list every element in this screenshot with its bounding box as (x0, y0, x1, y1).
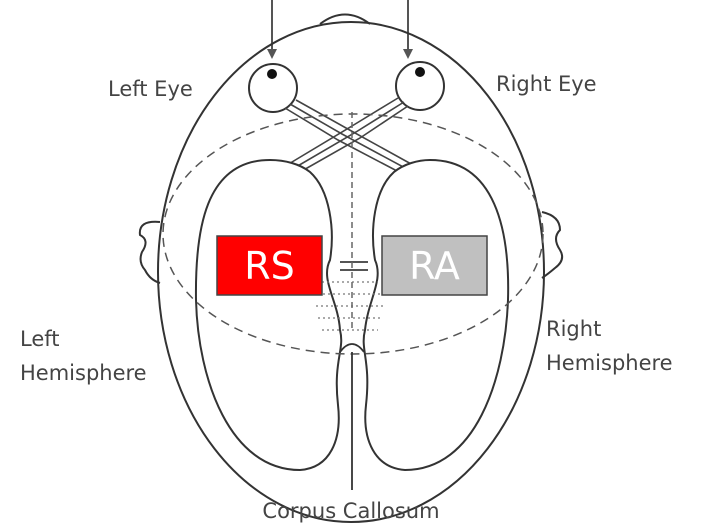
corpus-callosum-label: Corpus Callosum (262, 499, 439, 523)
right-hemisphere (364, 160, 509, 470)
right-ear (542, 212, 562, 278)
left-pupil (267, 69, 277, 79)
left-hemisphere-label-2: Hemisphere (20, 361, 147, 385)
right-hemisphere-label-1: Right (546, 317, 601, 341)
left-eye-label: Left Eye (108, 77, 193, 101)
left-hemisphere-label-1: Left (20, 327, 60, 351)
ra-label: RA (409, 244, 460, 288)
rs-label: RS (244, 244, 295, 288)
right-pupil (415, 67, 425, 77)
left-hemisphere (196, 160, 341, 470)
left-ear (140, 222, 160, 283)
right-hemisphere-label-2: Hemisphere (546, 351, 673, 375)
corpus-callosum-notch (340, 344, 364, 352)
right-eye-label: Right Eye (496, 72, 597, 96)
